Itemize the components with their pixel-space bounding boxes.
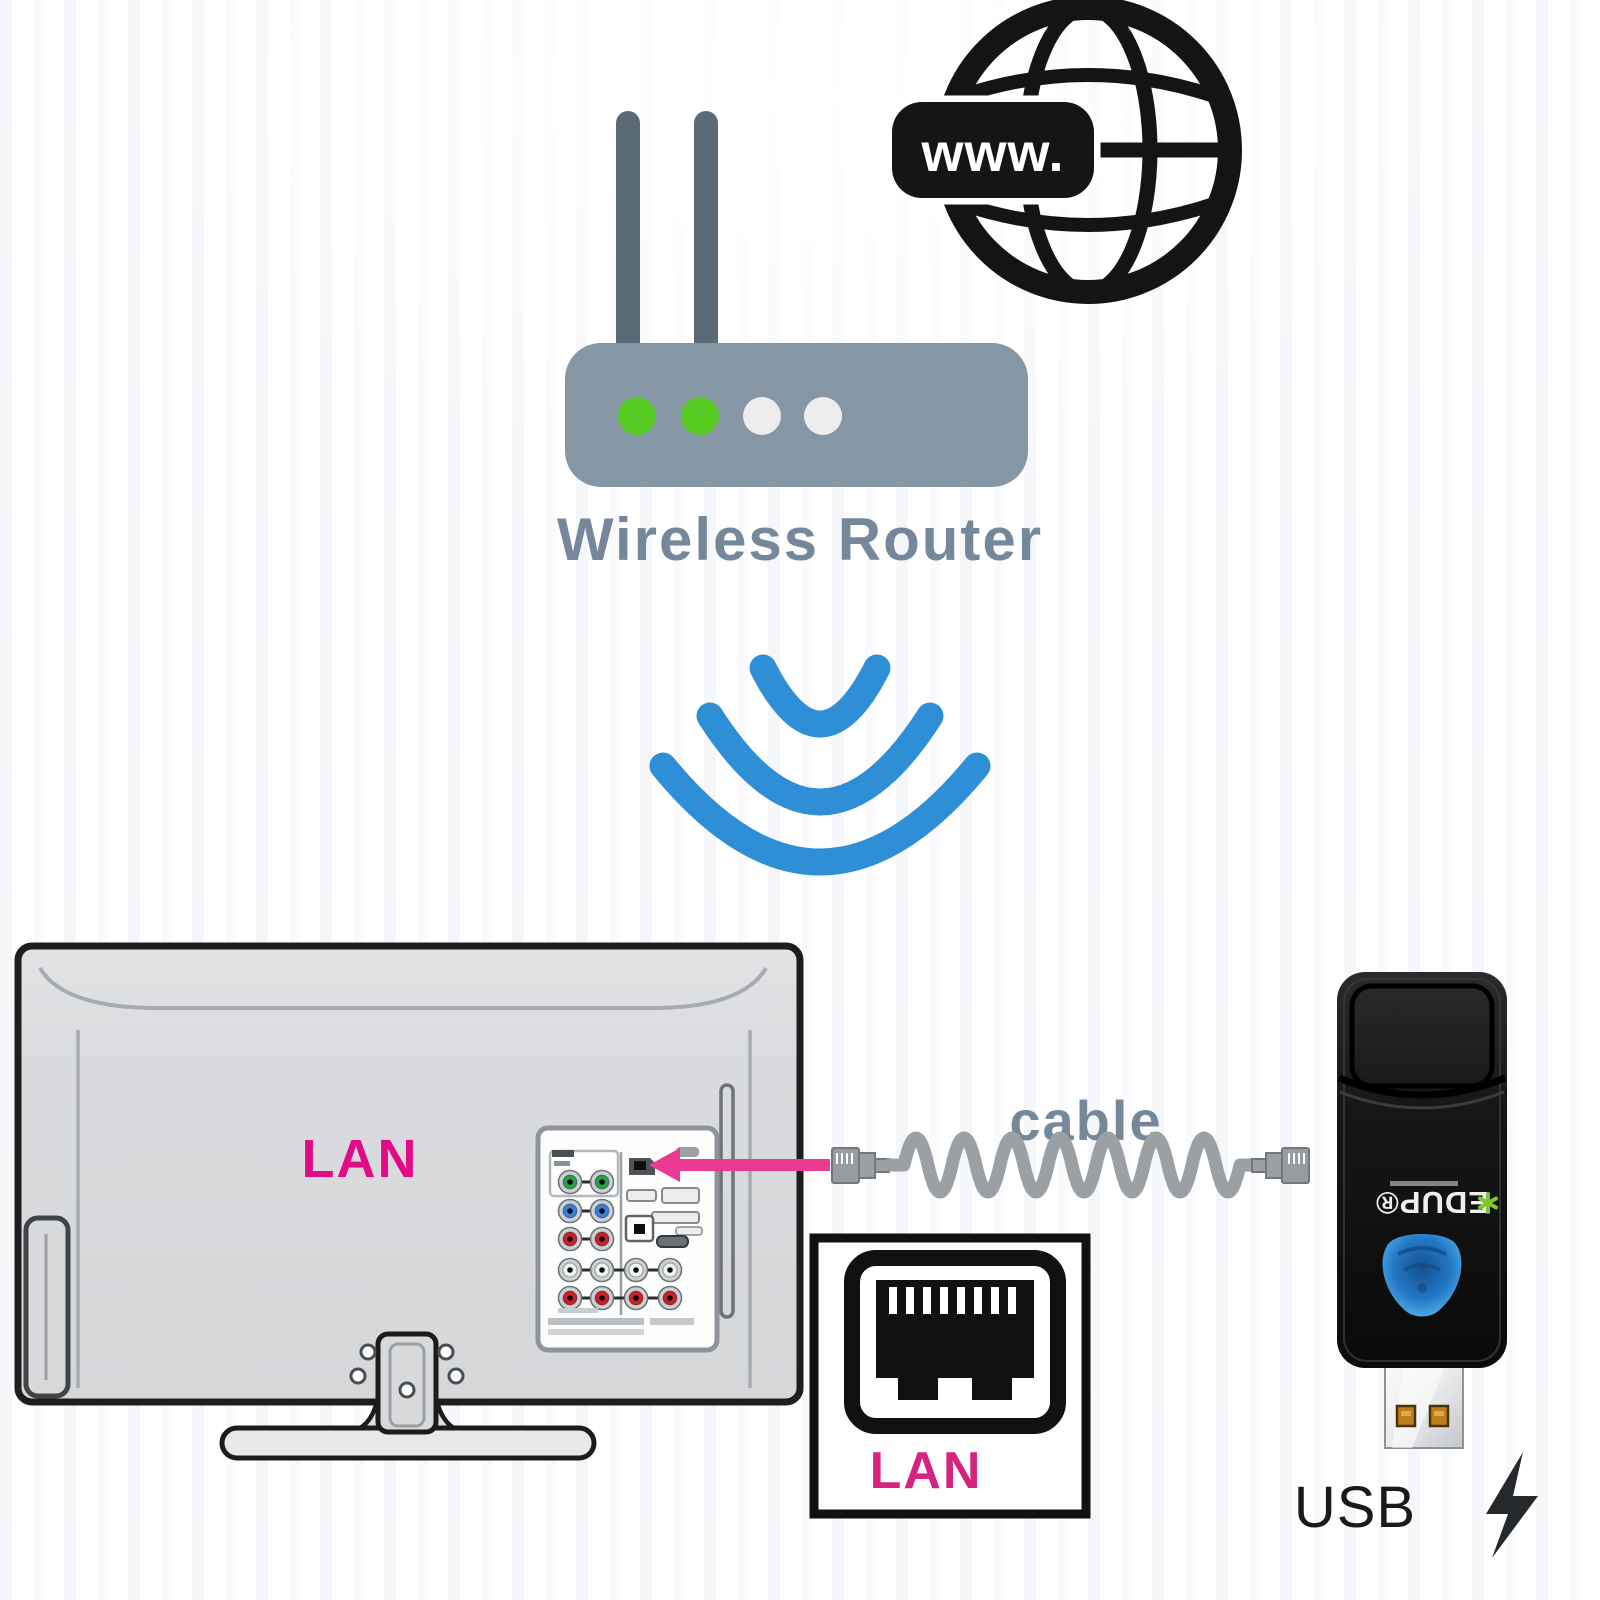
lightning-bolt-icon (1486, 1452, 1538, 1558)
tv-top-bezel-line (38, 966, 768, 1010)
router-body (565, 343, 1028, 487)
usb-contacts (1395, 1404, 1450, 1428)
adapter-brand-text: EDUP® (1375, 1185, 1489, 1220)
cable-coil (882, 1131, 1261, 1199)
wireless-router (565, 111, 1028, 487)
tv-lan-port (629, 1158, 655, 1175)
cable-plug-left (831, 1147, 890, 1184)
stand-screws (349, 1343, 465, 1399)
ethernet-cable (831, 1131, 1310, 1199)
panel-chip (676, 1147, 699, 1157)
lan-pointer-arrow (649, 1148, 830, 1182)
tv-stand (219, 1331, 597, 1461)
adapter-brand: EDUP® (1375, 1181, 1498, 1220)
tv-lan-label: LAN (302, 1129, 419, 1189)
www-badge: www. (885, 95, 1101, 205)
adapter-clip (1349, 983, 1495, 1089)
hdmi-port (656, 1235, 689, 1248)
router-antenna-left (616, 111, 640, 361)
lan-jack-label: LAN (870, 1442, 983, 1500)
wps-button (1382, 1234, 1462, 1317)
usb-wifi-adapter: EDUP® (1337, 972, 1507, 1449)
rj45-pins (889, 1287, 1016, 1314)
lan-jack-icon: LAN (809, 1233, 1091, 1519)
edup-logo-mark (1478, 1192, 1498, 1214)
rca-ports (557, 1169, 683, 1311)
tv-port-panel (535, 1125, 720, 1353)
usb-label: USB (1294, 1475, 1416, 1540)
router-label: Wireless Router (557, 506, 1043, 573)
digital-audio-port (624, 1214, 655, 1243)
router-leds (618, 397, 842, 435)
cable-plug-right (1251, 1147, 1310, 1184)
adapter-body (1337, 972, 1507, 1368)
panel-fine-print (548, 1308, 694, 1335)
wifi-signal-icon (649, 654, 991, 876)
router-antenna-right (694, 111, 718, 361)
cable-label: cable (1009, 1089, 1162, 1152)
tv-side-slot (719, 1083, 735, 1319)
www-badge-label: www. (920, 123, 1064, 183)
tv-handle (23, 1215, 71, 1399)
